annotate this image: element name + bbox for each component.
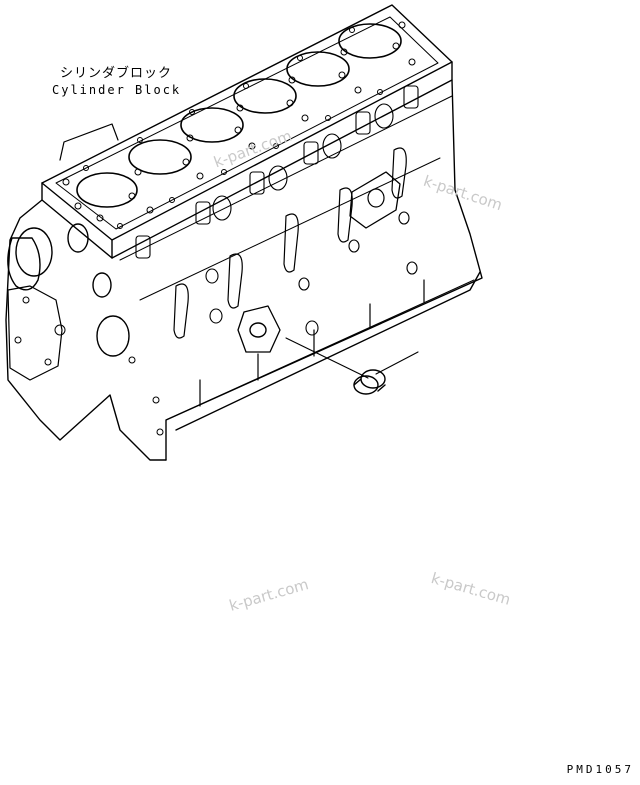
front-cover-boss <box>8 238 40 290</box>
cylinder-bore-6 <box>339 24 401 58</box>
cylinder-bore-1 <box>77 173 137 207</box>
side-port-pad <box>238 306 280 352</box>
side-mid-rail <box>140 158 440 300</box>
side-upper-rail <box>120 96 452 260</box>
oil-pan-rail <box>176 272 480 430</box>
block-side-lower-edge <box>166 80 482 460</box>
part-name-en: Cylinder Block <box>52 83 182 97</box>
block-front-face-outline <box>6 200 166 460</box>
part-name-jp: シリンダブロック <box>60 66 173 81</box>
cylinder-bore-2 <box>129 140 191 174</box>
side-ribs <box>174 148 424 406</box>
drawing-code: PMD1057 <box>566 763 634 776</box>
rear-bracket <box>60 124 118 160</box>
tappet-bosses <box>136 86 418 335</box>
front-flange <box>8 286 62 380</box>
cylinder-bore-5 <box>287 52 349 86</box>
deck-inner-rim <box>56 17 438 229</box>
leader-line <box>286 338 368 378</box>
leader-line-tail <box>376 352 418 374</box>
crank-bore <box>93 273 111 297</box>
cylinder-bore-3 <box>181 108 243 142</box>
cam-bore <box>97 316 129 356</box>
deck-holes <box>63 22 415 229</box>
cylinder-bores <box>77 24 401 207</box>
side-lower-rail <box>166 280 474 420</box>
side-port-hole <box>250 323 266 337</box>
oil-cooler-pad <box>350 172 400 228</box>
block-deck-outline <box>42 5 452 240</box>
block-deck-front-edge <box>42 183 112 258</box>
front-bore-large <box>16 228 52 276</box>
plug-part <box>354 370 385 394</box>
cylinder-bore-4 <box>234 79 296 113</box>
front-bore-small <box>68 224 88 252</box>
